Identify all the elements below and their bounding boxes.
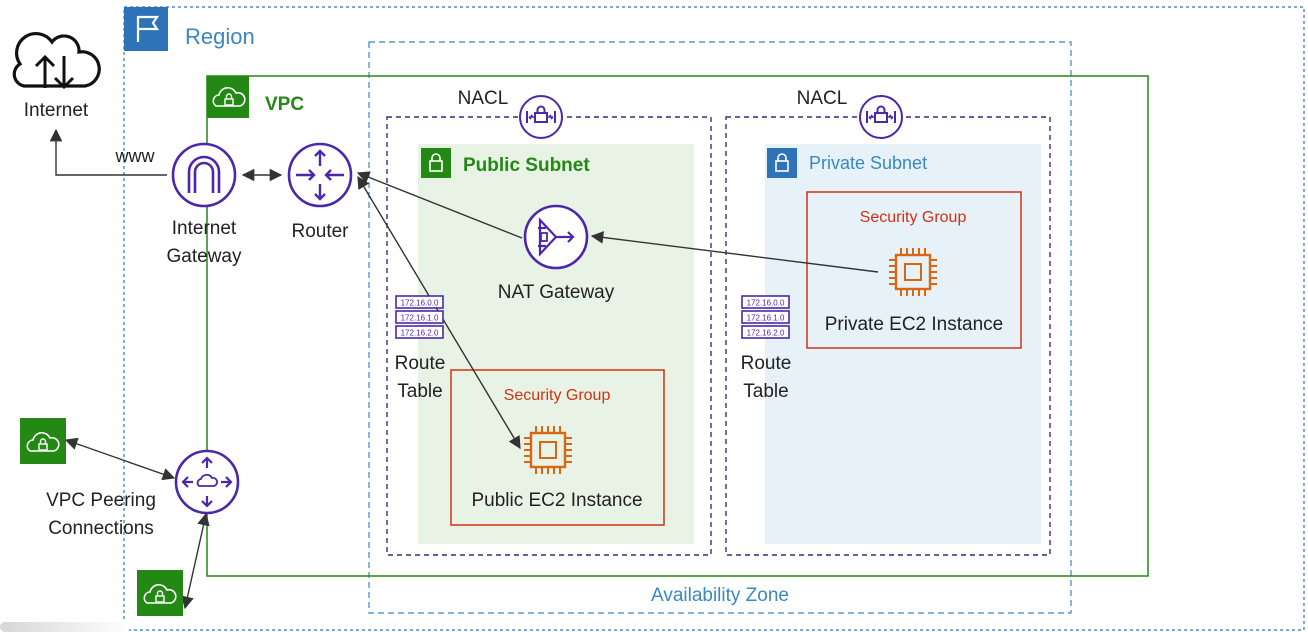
route-table-private-icon: 172.16.0.0 172.16.1.0 172.16.2.0 <box>741 295 790 339</box>
nacl-shield-icon <box>519 95 563 139</box>
route-entry: 172.16.0.0 <box>747 299 785 308</box>
igw-internet-connector <box>49 128 167 176</box>
ec2-chip-icon <box>524 426 572 474</box>
route-entry: 172.16.2.0 <box>747 329 785 338</box>
peering-bottom-connector <box>181 512 210 610</box>
nat-gateway-label: NAT Gateway <box>498 282 615 303</box>
public-sg-label: Security Group <box>504 387 611 404</box>
private-ec2-label: Private EC2 Instance <box>825 314 1003 335</box>
router-label: Router <box>291 221 349 242</box>
vpc-label: VPC <box>265 94 304 115</box>
internet-gateway-icon <box>171 142 237 208</box>
nat-gateway-icon <box>523 204 589 270</box>
peering-top-connector <box>64 437 176 481</box>
route-table-public-label-line2: Table <box>397 381 442 402</box>
vpc-box: VPC <box>206 75 1149 577</box>
availability-zone-label: Availability Zone <box>651 585 789 606</box>
ec2-chip-icon <box>889 248 937 296</box>
vpc-peering-icon <box>174 449 240 515</box>
internet-label: Internet <box>24 100 89 121</box>
public-ec2-label: Public EC2 Instance <box>471 490 642 511</box>
vpc-cloud-lock-icon <box>207 76 249 118</box>
flag-icon <box>124 7 168 51</box>
vpc-peering-label-line1: VPC Peering <box>46 490 156 511</box>
route-entry: 172.16.1.0 <box>401 314 439 323</box>
igw-label-line2: Gateway <box>167 246 242 267</box>
cloud-icon <box>12 32 101 90</box>
nacl-private-label: NACL <box>797 88 848 109</box>
region-box: Region <box>123 6 1305 631</box>
www-label: www <box>115 146 156 166</box>
peered-vpc-icon <box>20 418 66 464</box>
vpc-peering-label-line2: Connections <box>48 518 154 539</box>
private-subnet-label: Private Subnet <box>809 153 927 173</box>
igw-label-line1: Internet <box>172 218 237 239</box>
region-label: Region <box>185 24 255 49</box>
nacl-public-label: NACL <box>458 88 509 109</box>
page-edge-shadow <box>0 622 130 632</box>
route-table-public-label-line1: Route <box>395 353 446 374</box>
route-table-private-label-line1: Route <box>741 353 792 374</box>
router-icon <box>287 142 353 208</box>
peered-vpc-icon <box>137 570 183 616</box>
route-table-public-icon: 172.16.0.0 172.16.1.0 172.16.2.0 <box>395 295 444 339</box>
private-ec2-nat-connector <box>590 231 879 273</box>
public-subnet-lock-icon <box>421 148 451 178</box>
nacl-shield-icon <box>859 95 903 139</box>
route-entry: 172.16.0.0 <box>401 299 439 308</box>
public-subnet-area <box>418 144 694 544</box>
private-subnet-area <box>765 144 1041 544</box>
public-subnet-label: Public Subnet <box>463 155 590 176</box>
private-security-group: Security Group <box>806 191 1022 349</box>
private-sg-label: Security Group <box>860 209 967 226</box>
route-entry: 172.16.2.0 <box>401 329 439 338</box>
route-entry: 172.16.1.0 <box>747 314 785 323</box>
route-table-private-label-line2: Table <box>743 381 788 402</box>
private-subnet-lock-icon <box>767 148 797 178</box>
